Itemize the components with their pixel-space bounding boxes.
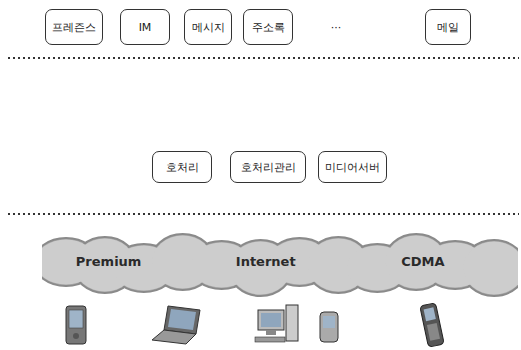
service-box: 메시지: [184, 9, 232, 45]
service-box: 프레즌스: [45, 9, 103, 45]
layer-divider: [8, 57, 519, 59]
box-label: 미디어서버: [325, 160, 380, 175]
box-label: 호처리: [166, 160, 199, 175]
service-box: IM: [120, 9, 170, 45]
box-label: 주소록: [252, 20, 285, 35]
phone-icon: [420, 303, 444, 347]
box-label: 호처리관리: [241, 160, 296, 175]
service-box: 호처리관리: [230, 151, 306, 183]
network-name: Internet: [236, 254, 296, 269]
service-box: 주소록: [243, 9, 293, 45]
ellipsis-label: ···: [331, 21, 342, 34]
network-name: CDMA: [401, 254, 444, 269]
handheld-icon: [320, 312, 338, 342]
network-name: Premium: [76, 254, 142, 269]
service-box: 미디어서버: [318, 151, 387, 183]
box-label: IM: [139, 21, 152, 34]
pda-icon: [66, 306, 86, 344]
layer-divider: [8, 213, 519, 215]
box-label: 프레즌스: [52, 20, 96, 35]
box-label: 메일: [437, 20, 459, 35]
laptop-icon: [152, 306, 200, 344]
service-box: 메일: [425, 9, 471, 45]
box-label: 메시지: [192, 20, 225, 35]
desktop-icon: [255, 305, 298, 342]
network-cloud: Premium Internet CDMA: [42, 228, 518, 302]
service-box: 호처리: [152, 151, 212, 183]
